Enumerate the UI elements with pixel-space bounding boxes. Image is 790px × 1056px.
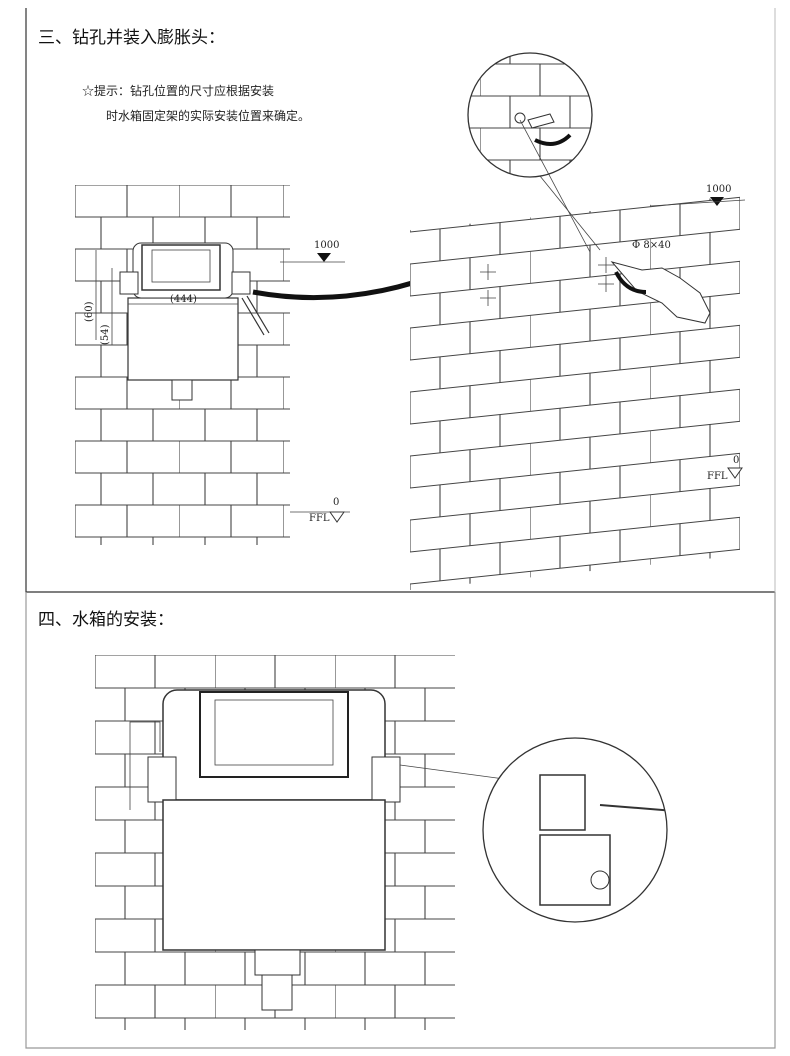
tip-line-1: ☆提示：钻孔位置的尺寸应根据安装 xyxy=(82,83,274,98)
section4-cistern xyxy=(129,689,401,1011)
section3-title: 三、钻孔并装入膨胀头： xyxy=(38,28,225,48)
section4-frame xyxy=(25,592,776,1049)
level-marker-right: 1000 xyxy=(649,184,746,207)
level-right-label: 1000 xyxy=(706,184,731,195)
level-left-label: 1000 xyxy=(314,240,339,251)
detail-circle-screwdriver xyxy=(482,737,668,923)
right-brick-wall xyxy=(410,195,740,590)
drill-spec-label: Φ 8×40 xyxy=(632,240,671,251)
dim-60-label: (60) xyxy=(84,301,95,322)
section4-title: 四、水箱的安装： xyxy=(38,610,174,630)
ffl-right-label: FFL xyxy=(707,471,728,482)
tip-line-2: 时水箱固定架的实际安装位置来确定。 xyxy=(106,108,310,123)
left-cistern xyxy=(119,242,270,401)
level-marker-left: 1000 xyxy=(280,240,345,263)
callout-line xyxy=(399,764,513,781)
dim-54-label: (54) xyxy=(100,324,111,345)
dimension-lines xyxy=(95,250,238,345)
ffl-left-value: 0 xyxy=(333,497,339,508)
ffl-left-label: FFL xyxy=(309,513,330,524)
drill-marks xyxy=(480,257,614,306)
ffl-right-value: 0 xyxy=(733,455,739,466)
drill-hand-icon xyxy=(610,261,711,324)
ffl-marker-right: 0 FFL xyxy=(707,455,743,482)
ffl-marker-left: 0 FFL xyxy=(290,497,350,524)
dim-width-label: (444) xyxy=(170,294,197,305)
detail-circle-anchor xyxy=(467,52,601,253)
